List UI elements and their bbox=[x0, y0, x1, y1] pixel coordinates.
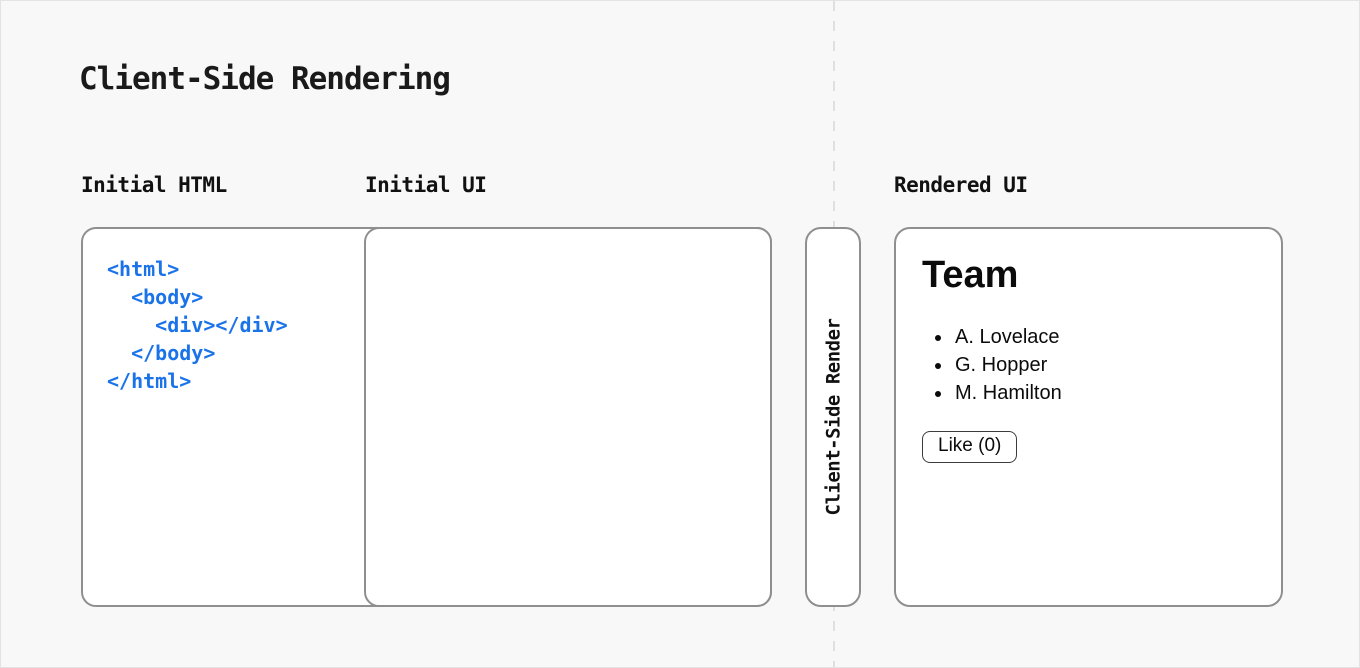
rendered-ui-panel: Team A. Lovelace G. Hopper M. Hamilton L… bbox=[894, 227, 1283, 607]
team-heading: Team bbox=[922, 254, 1019, 296]
rendered-ui-label: Rendered UI bbox=[894, 173, 1028, 197]
team-member-item: M. Hamilton bbox=[953, 379, 1255, 407]
code-line-html-open: <html> bbox=[107, 257, 180, 281]
like-button[interactable]: Like (0) bbox=[922, 431, 1018, 463]
team-member-list: A. Lovelace G. Hopper M. Hamilton bbox=[922, 323, 1255, 407]
code-line-div: <div></div> bbox=[107, 313, 288, 337]
page-title: Client-Side Rendering bbox=[79, 61, 451, 97]
team-member-item: G. Hopper bbox=[953, 351, 1255, 379]
client-side-render-pill-label: Client-Side Render bbox=[822, 318, 844, 516]
initial-ui-panel bbox=[364, 227, 772, 607]
team-member-item: A. Lovelace bbox=[953, 323, 1255, 351]
html-code-block: <html> <body> <div></div> </body> </html… bbox=[83, 229, 770, 395]
code-line-body-open: <body> bbox=[107, 285, 204, 309]
initial-ui-label: Initial UI bbox=[365, 173, 487, 197]
client-side-render-pill: Client-Side Render bbox=[805, 227, 861, 607]
code-line-body-close: </body> bbox=[107, 341, 216, 365]
code-line-html-close: </html> bbox=[107, 369, 192, 393]
initial-html-label: Initial HTML bbox=[81, 173, 227, 197]
